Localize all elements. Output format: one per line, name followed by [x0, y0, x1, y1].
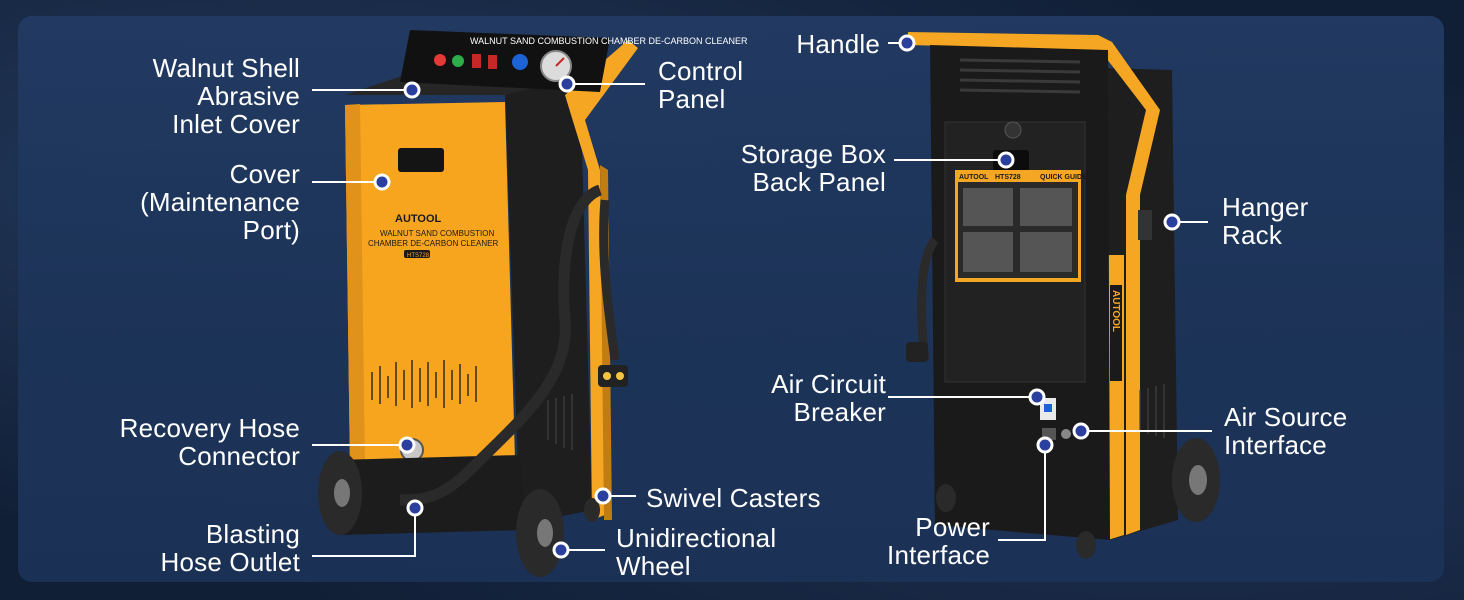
label-storage-box-back-panel: Storage Box Back Panel [740, 139, 886, 197]
dot-power-interface [1036, 436, 1054, 454]
hose-gun [598, 365, 628, 387]
control-panel-text: WALNUT SAND COMBUSTION CHAMBER DE-CARBON… [470, 36, 748, 46]
label-recovery-hose-connector: Recovery Hose Connector [119, 413, 300, 471]
dot-storage-box [997, 151, 1015, 169]
blue-knob [512, 54, 528, 70]
dot-control-panel [558, 75, 576, 93]
label-walnut-inlet-cover: Walnut Shell Abrasive Inlet Cover [152, 53, 300, 139]
dot-air-breaker [1028, 388, 1046, 406]
label-hanger-rack: Hanger Rack [1222, 192, 1309, 250]
label-air-source-interface: Air Source Interface [1224, 402, 1348, 460]
dot-air-source [1072, 422, 1090, 440]
label-unidirectional-wheel: Unidirectional Wheel [616, 523, 777, 581]
dot-cover [373, 173, 391, 191]
door-handle-slot [398, 148, 444, 172]
dot-hanger-rack [1163, 213, 1181, 231]
front-line2-text: CHAMBER DE-CARBON CLEANER [368, 239, 498, 248]
label-air-circuit-breaker: Air Circuit Breaker [771, 369, 886, 427]
blasting-hose [399, 184, 603, 506]
dot-blasting-hose [406, 499, 424, 517]
callout-dots [373, 34, 1181, 559]
front-model-text: HTS728 [407, 253, 430, 259]
front-swivel-caster [584, 498, 600, 522]
sticker-title: QUICK GUIDE [1040, 174, 1087, 181]
switch-2 [488, 55, 497, 69]
hanger-hook [1138, 210, 1152, 240]
green-button [452, 55, 464, 67]
sticker-brand: AUTOOL [959, 174, 989, 181]
back-left-caster [936, 484, 956, 512]
label-power-interface: Power Interface [887, 512, 990, 570]
air-fitting-1 [1061, 429, 1071, 439]
front-line1-text: WALNUT SAND COMBUSTION [380, 229, 494, 238]
label-handle: Handle [796, 29, 880, 59]
dot-handle [898, 34, 916, 52]
dot-unidirectional-wheel [552, 541, 570, 559]
front-brand-text: AUTOOL [395, 213, 442, 225]
back-side-brand: AUTOOL [1110, 290, 1121, 332]
dot-recovery-hose [398, 436, 416, 454]
dot-walnut-inlet [403, 81, 421, 99]
front-machine: WALNUT SAND COMBUSTION CHAMBER DE-CARBON… [318, 30, 748, 577]
back-machine: AUTOOL AUTOOL HTS728 QUICK GUIDE [906, 32, 1220, 559]
door-vents [371, 360, 477, 408]
red-button [434, 54, 446, 66]
label-cover-maintenance-port: Cover (Maintenance Port) [140, 159, 300, 245]
back-mid-caster [1076, 531, 1096, 559]
label-control-panel: Control Panel [658, 56, 744, 114]
label-blasting-hose-outlet: Blasting Hose Outlet [160, 519, 300, 577]
sticker-model: HTS728 [995, 174, 1021, 181]
dot-swivel-casters [594, 487, 612, 505]
switch-1 [472, 54, 481, 68]
label-swivel-casters: Swivel Casters [646, 483, 821, 513]
